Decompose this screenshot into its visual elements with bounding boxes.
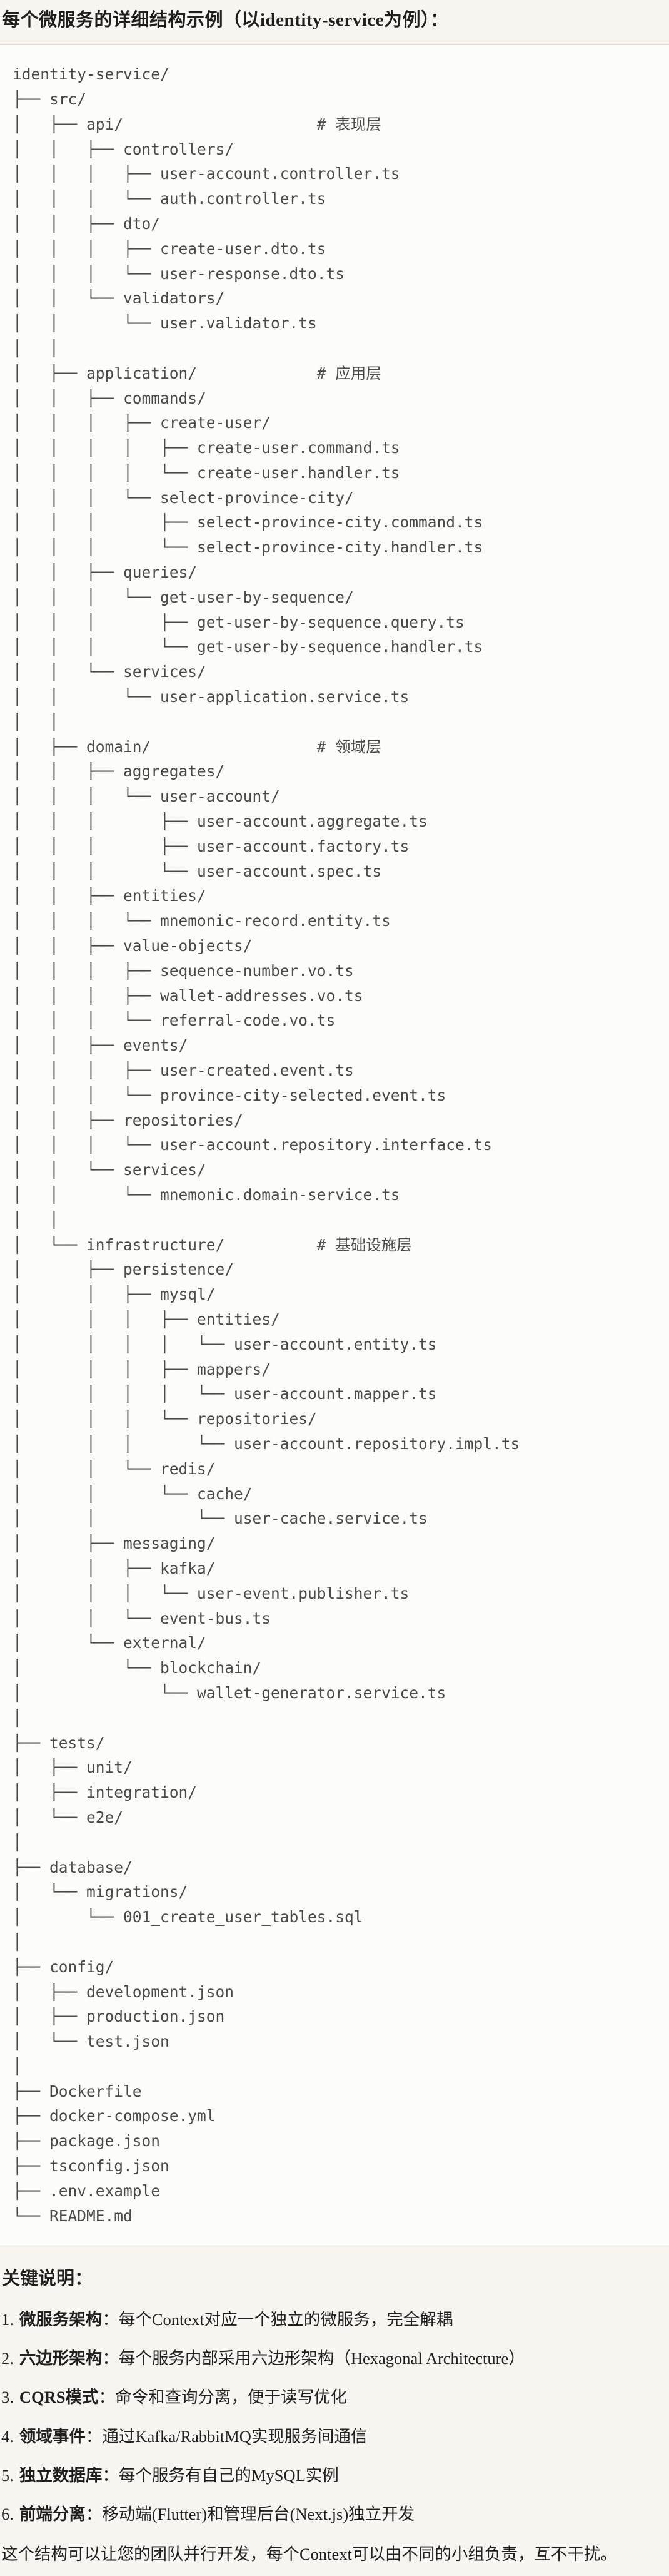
note-text: ：移动端(Flutter)和管理后台(Next.js)独立开发 bbox=[85, 2504, 415, 2523]
note-item: 6. 前端分离：移动端(Flutter)和管理后台(Next.js)独立开发 bbox=[1, 2504, 669, 2525]
note-text: ：每个Context对应一个独立的微服务，完全解耦 bbox=[102, 2310, 453, 2329]
note-item: 2. 六边形架构：每个服务内部采用六边形架构（Hexagonal Architec… bbox=[1, 2348, 669, 2369]
note-number: 3. bbox=[1, 2388, 14, 2407]
note-number: 2. bbox=[1, 2349, 14, 2368]
closing-paragraph: 这个结构可以让您的团队并行开发，每个Context可以由不同的小组负责，互不干扰… bbox=[1, 2544, 617, 2563]
note-label: 微服务架构 bbox=[19, 2310, 103, 2329]
code-block: identity-service/ ├── src/ │ ├── api/ # … bbox=[0, 44, 669, 2247]
note-item: 4.领域事件：通过Kafka/RabbitMQ实现服务间通信 bbox=[1, 2426, 669, 2447]
notes-heading: 关键说明： bbox=[2, 2269, 93, 2289]
note-text: ：每个服务内部采用六边形架构（Hexagonal Architecture） bbox=[102, 2349, 525, 2368]
note-item: 3. CQRS模式：命令和查询分离，便于读写优化 bbox=[1, 2387, 669, 2408]
note-text: ：通过Kafka/RabbitMQ实现服务间通信 bbox=[85, 2426, 368, 2446]
note-label: 领域事件 bbox=[19, 2426, 86, 2446]
note-number: 6. bbox=[1, 2504, 14, 2523]
note-text: ：命令和查询分离，便于读写优化 bbox=[98, 2388, 348, 2407]
directory-tree: identity-service/ ├── src/ │ ├── api/ # … bbox=[13, 65, 520, 2225]
note-item: 1. 微服务架构：每个Context对应一个独立的微服务，完全解耦 bbox=[1, 2309, 669, 2330]
note-item: 5.独立数据库：每个服务有自己的MySQL实例 bbox=[1, 2465, 669, 2486]
note-text: ：每个服务有自己的MySQL实例 bbox=[102, 2465, 339, 2485]
note-label: CQRS模式 bbox=[19, 2388, 99, 2407]
note-label: 六边形架构 bbox=[19, 2349, 103, 2368]
page-title: 每个微服务的详细结构示例（以identity-service为例）： bbox=[2, 10, 449, 30]
note-number: 1. bbox=[1, 2310, 14, 2329]
note-number: 4. bbox=[1, 2426, 14, 2446]
note-number: 5. bbox=[1, 2465, 14, 2485]
notes-list: 1. 微服务架构：每个Context对应一个独立的微服务，完全解耦 2. 六边形架构… bbox=[0, 2309, 669, 2525]
note-label: 前端分离 bbox=[19, 2504, 86, 2523]
note-label: 独立数据库 bbox=[19, 2465, 103, 2485]
